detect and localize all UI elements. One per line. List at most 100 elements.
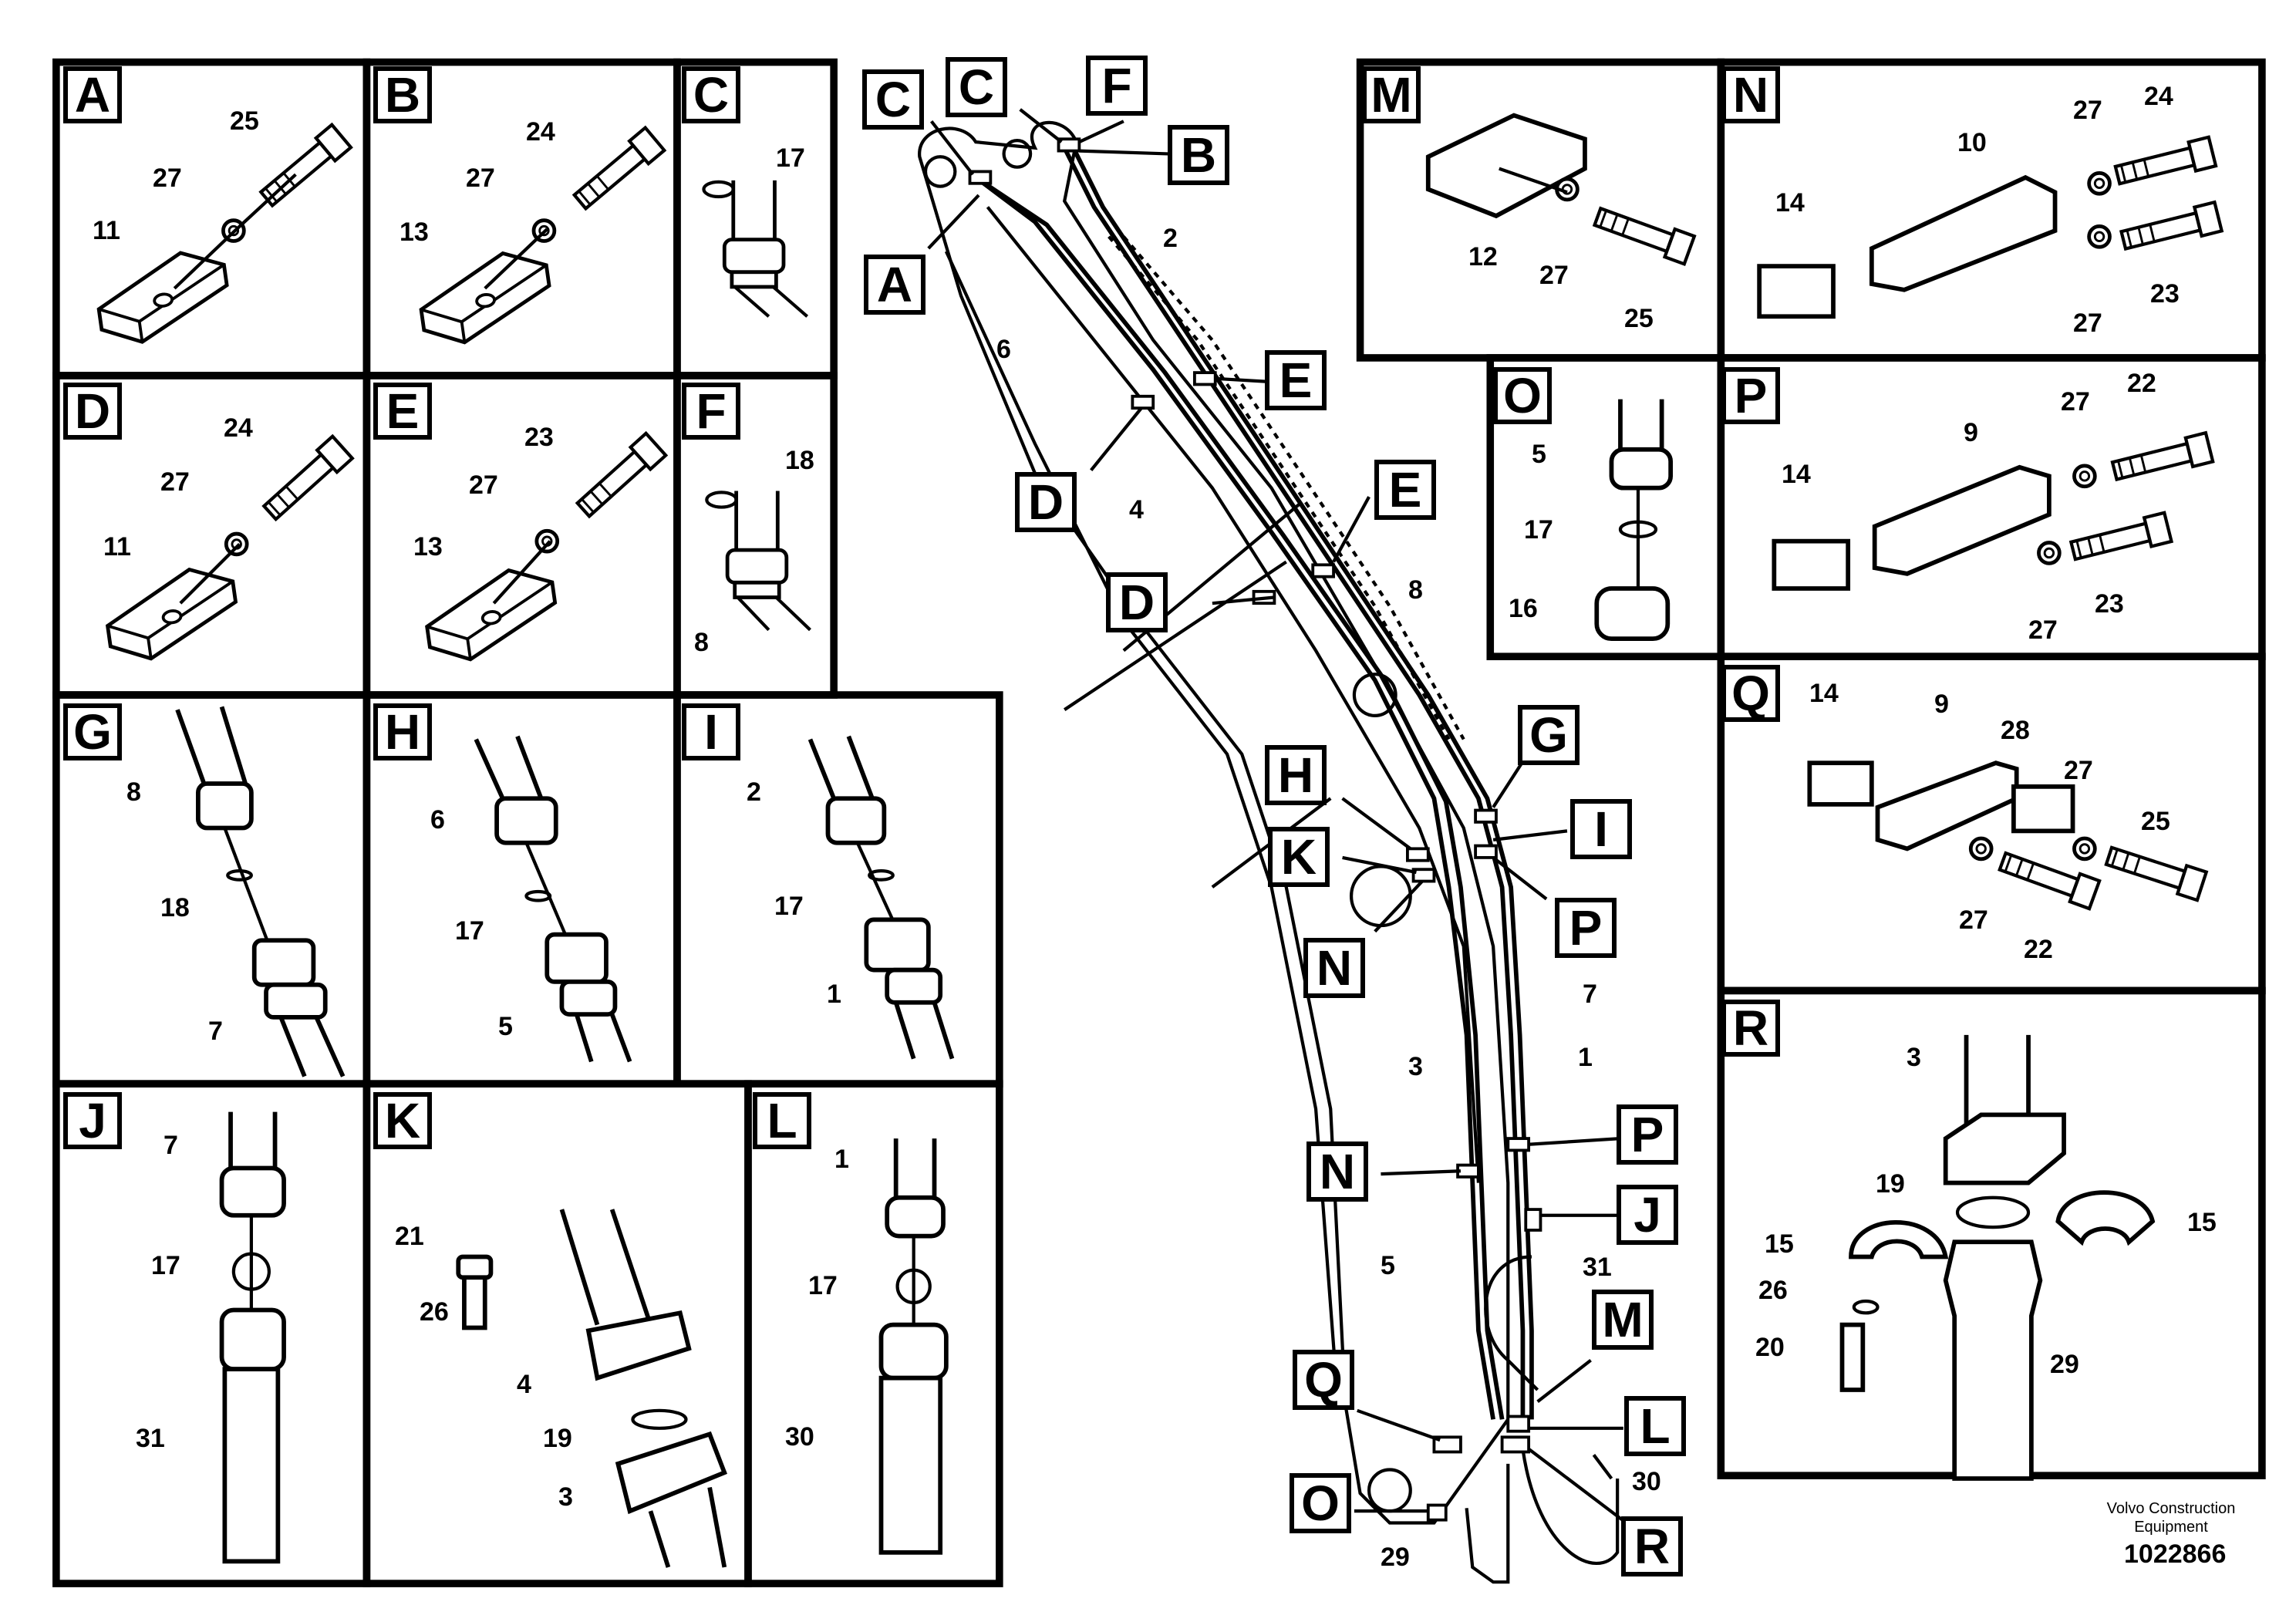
panel-letter-l: L: [753, 1092, 811, 1149]
boom-callout-h: H: [1265, 745, 1327, 805]
boom-callout-f: F: [1086, 56, 1148, 116]
panel-letter-p: P: [1721, 367, 1780, 424]
panel-letter-b: B: [373, 66, 432, 123]
part-number: 15: [1765, 1229, 1794, 1259]
part-number: 13: [413, 532, 443, 561]
part-number: 27: [2073, 309, 2102, 338]
part-number: 26: [420, 1297, 449, 1327]
panel-letter-g: G: [63, 703, 122, 760]
boom-callout-b: B: [1168, 125, 1229, 185]
part-number: 19: [543, 1424, 572, 1453]
part-number: 27: [160, 467, 190, 497]
part-number: 12: [1468, 242, 1498, 271]
panel-letter-q: Q: [1721, 665, 1780, 722]
part-number: 17: [774, 892, 804, 921]
panel-letter-c: C: [682, 66, 740, 123]
boom-callout-d1: D: [1015, 472, 1077, 532]
boom-callout-e2: E: [1374, 460, 1436, 520]
part-number: 29: [2050, 1350, 2079, 1379]
part-number: 17: [1524, 515, 1553, 545]
part-number: 1: [827, 980, 841, 1009]
boom-callout-q: Q: [1293, 1350, 1354, 1410]
part-number: 22: [2024, 935, 2053, 964]
part-number: 2: [747, 777, 761, 807]
boom-callout-n2: N: [1306, 1141, 1368, 1202]
part-number: 27: [1959, 905, 1988, 935]
company-name: Volvo Construction Equipment: [2090, 1499, 2252, 1536]
boom-callout-r: R: [1621, 1516, 1683, 1576]
part-number: 27: [2073, 96, 2102, 125]
part-number: 8: [126, 777, 141, 807]
part-number: 31: [136, 1424, 165, 1453]
part-number: 20: [1755, 1333, 1785, 1362]
part-number: 25: [1624, 304, 1654, 333]
boom-callout-o: O: [1290, 1473, 1351, 1533]
part-number: 25: [2141, 807, 2170, 836]
boom-callout-i: I: [1570, 799, 1632, 859]
panel-letter-d: D: [63, 383, 122, 440]
boom-callout-p2: P: [1617, 1104, 1678, 1165]
part-number: 6: [430, 805, 445, 835]
document-number: 1022866: [2124, 1539, 2227, 1569]
part-number: 14: [1809, 679, 1839, 708]
boom-part-number: 31: [1583, 1253, 1612, 1282]
panel-letter-h: H: [373, 703, 432, 760]
boom-part-number: 6: [996, 335, 1011, 364]
part-number: 15: [2187, 1208, 2217, 1237]
part-number: 30: [785, 1422, 814, 1452]
part-number: 8: [694, 628, 709, 657]
part-number: 7: [164, 1131, 178, 1160]
boom-callout-j: J: [1617, 1185, 1678, 1245]
part-number: 27: [153, 164, 182, 193]
part-number: 24: [224, 413, 253, 443]
boom-part-number: 7: [1583, 980, 1597, 1009]
panel-letter-f: F: [682, 383, 740, 440]
part-number: 16: [1509, 594, 1538, 623]
leader-lines: [927, 108, 1627, 1525]
part-number: 14: [1775, 188, 1805, 218]
boom-callout-d2: D: [1106, 572, 1168, 632]
part-number: 3: [1907, 1043, 1921, 1072]
part-number: 26: [1758, 1276, 1788, 1305]
boom-callout-g: G: [1518, 705, 1580, 765]
panel-letter-m: M: [1362, 66, 1421, 123]
part-number: 24: [526, 117, 555, 147]
boom-part-number: 2: [1163, 224, 1178, 253]
panel-letter-a: A: [63, 66, 122, 123]
boom-callout-e1: E: [1265, 350, 1327, 410]
part-number: 23: [2095, 589, 2124, 619]
boom-callout-p1: P: [1555, 898, 1617, 958]
boom-callout-a: A: [864, 255, 925, 315]
part-number: 27: [469, 470, 498, 500]
part-number: 17: [808, 1271, 838, 1300]
part-number: 18: [160, 893, 190, 922]
part-number: 11: [103, 532, 131, 561]
boom-callout-l: L: [1624, 1396, 1686, 1456]
panel-letter-j: J: [63, 1092, 122, 1149]
part-number: 17: [151, 1251, 180, 1280]
part-number: 18: [785, 446, 814, 475]
part-number: 22: [2127, 369, 2156, 398]
boom-part-number: 29: [1381, 1543, 1410, 1572]
panel-letter-i: I: [682, 703, 740, 760]
part-number: 27: [2064, 756, 2093, 785]
part-number: 4: [517, 1370, 531, 1399]
boom-callout-n1: N: [1303, 938, 1365, 998]
part-number: 23: [524, 423, 554, 452]
part-number: 1: [834, 1145, 849, 1174]
company-line-2: Equipment: [2134, 1519, 2208, 1536]
part-number: 21: [395, 1222, 424, 1251]
boom-part-number: 8: [1408, 575, 1423, 605]
boom-part-number: 5: [1381, 1251, 1395, 1280]
boom-callout-m: M: [1592, 1290, 1654, 1350]
part-number: 5: [498, 1012, 513, 1041]
part-number: 13: [400, 218, 429, 247]
part-number: 14: [1782, 460, 1811, 489]
panel-letter-o: O: [1493, 367, 1552, 424]
panel-letter-n: N: [1721, 66, 1780, 123]
part-number: 19: [1876, 1169, 1905, 1199]
boom-part-number: 30: [1632, 1467, 1661, 1496]
boom-callout-k: K: [1268, 827, 1330, 887]
part-number: 27: [2061, 387, 2090, 416]
